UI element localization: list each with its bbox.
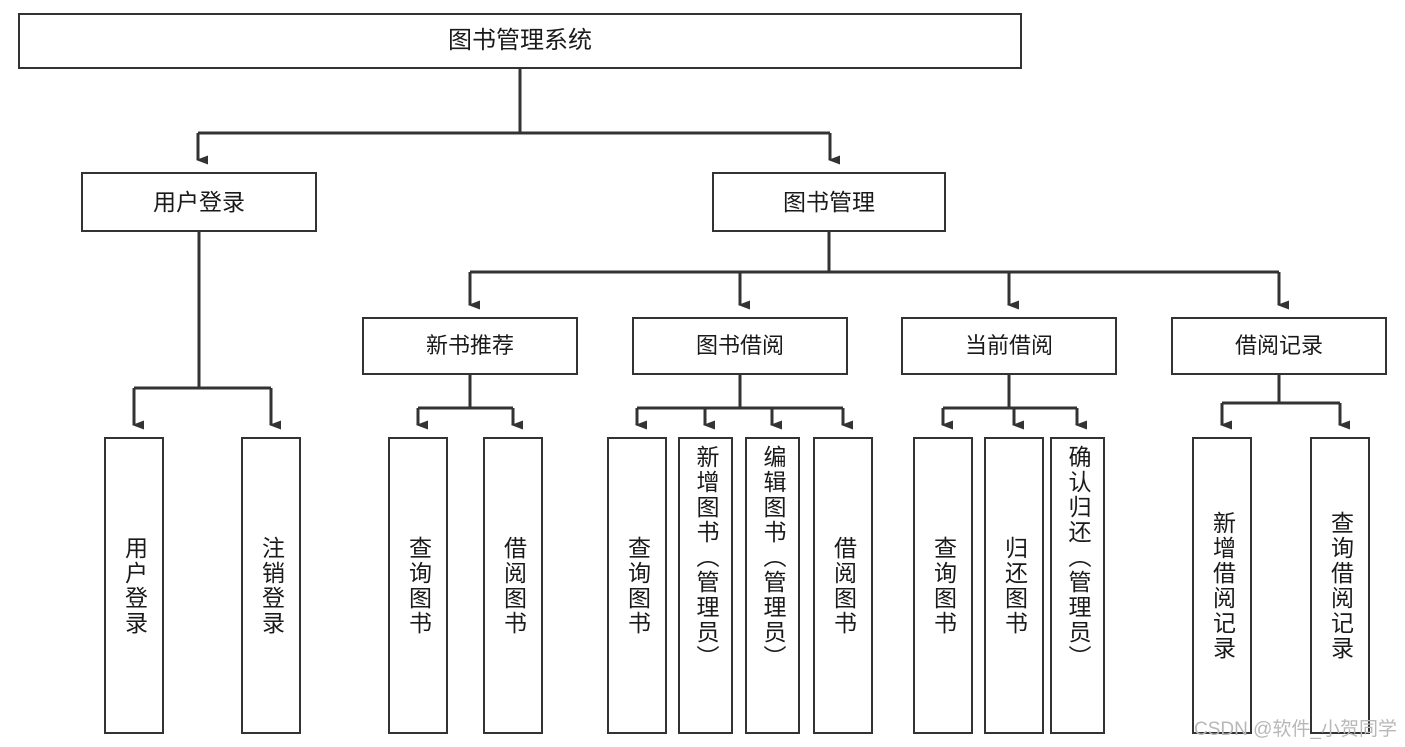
leaf-confirm-return-admin[interactable]: 确认归还（管理员）: [1050, 437, 1105, 734]
leaf-add-book-admin[interactable]: 新增图书（管理员）: [678, 437, 733, 734]
node-label: 借阅图书: [500, 535, 527, 636]
node-label: 新书推荐: [425, 333, 514, 359]
node-label: 确认归还（管理员）: [1065, 445, 1091, 670]
node-label: 新增图书（管理员）: [693, 445, 719, 670]
leaf-borrow-book-newbook[interactable]: 借阅图书: [483, 437, 543, 734]
leaf-return-book[interactable]: 归还图书: [984, 437, 1044, 734]
node-label: 查询图书: [624, 535, 651, 636]
node-label: 查询图书: [930, 535, 957, 636]
node-label: 新增借阅记录: [1209, 510, 1236, 661]
node-borrow-record[interactable]: 借阅记录: [1171, 317, 1387, 375]
node-book-borrow[interactable]: 图书借阅: [632, 317, 848, 375]
node-label: 编辑图书（管理员）: [760, 445, 786, 670]
leaf-logout[interactable]: 注销登录: [241, 437, 301, 734]
node-label: 图书借阅: [695, 333, 784, 359]
node-user-login[interactable]: 用户登录: [81, 172, 317, 232]
node-label: 借阅图书: [830, 535, 857, 636]
leaf-query-book-newbook[interactable]: 查询图书: [388, 437, 448, 734]
node-book-management[interactable]: 图书管理: [712, 172, 946, 232]
leaf-query-book-current[interactable]: 查询图书: [913, 437, 973, 734]
leaf-borrow-book-borrow[interactable]: 借阅图书: [813, 437, 873, 734]
node-label: 查询借阅记录: [1327, 510, 1354, 661]
node-root-system[interactable]: 图书管理系统: [18, 13, 1022, 69]
node-label: 用户登录: [153, 188, 245, 215]
node-current-borrow[interactable]: 当前借阅: [901, 317, 1117, 375]
node-label: 查询图书: [405, 535, 432, 636]
node-label: 当前借阅: [964, 333, 1053, 359]
leaf-query-book-borrow[interactable]: 查询图书: [607, 437, 667, 734]
node-label: 图书管理: [783, 188, 875, 215]
node-label: 借阅记录: [1234, 333, 1323, 359]
node-label: 图书管理系统: [448, 27, 592, 55]
node-new-book-recommend[interactable]: 新书推荐: [362, 317, 578, 375]
node-label: 归还图书: [1001, 535, 1028, 636]
leaf-add-borrow-record[interactable]: 新增借阅记录: [1192, 437, 1252, 734]
leaf-user-login[interactable]: 用户登录: [104, 437, 164, 734]
node-label: 用户登录: [121, 535, 148, 636]
leaf-edit-book-admin[interactable]: 编辑图书（管理员）: [745, 437, 800, 734]
leaf-query-borrow-record[interactable]: 查询借阅记录: [1310, 437, 1370, 734]
node-label: 注销登录: [258, 535, 285, 636]
